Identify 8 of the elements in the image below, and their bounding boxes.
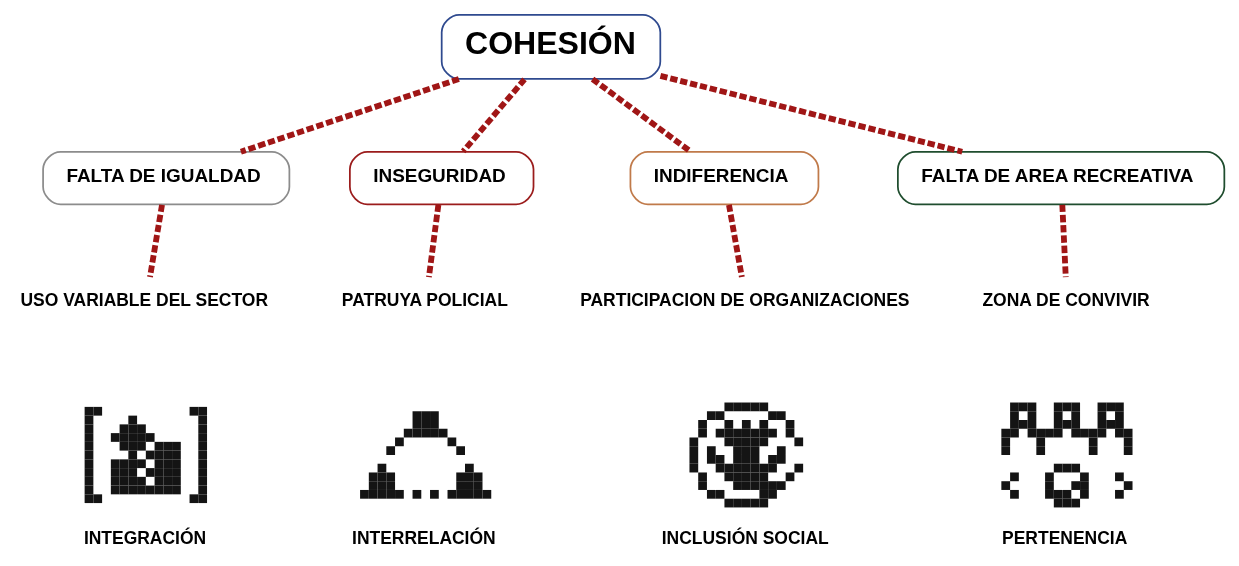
node-text: PARTICIPACION DE ORGANIZACIONES <box>580 290 910 311</box>
node-label: INTERRELACIÓN <box>352 528 496 549</box>
node-label: INCLUSIÓN SOCIAL <box>661 528 829 549</box>
node-label: PERTENENCIA <box>1002 528 1128 549</box>
node-text: PATRUYA POLICIAL <box>341 290 508 311</box>
node-text: USO VARIABLE DEL SECTOR <box>20 290 268 311</box>
node-label: INTEGRACIÓN <box>83 528 207 549</box>
node-text: ZONA DE CONVIVIR <box>982 290 1150 311</box>
